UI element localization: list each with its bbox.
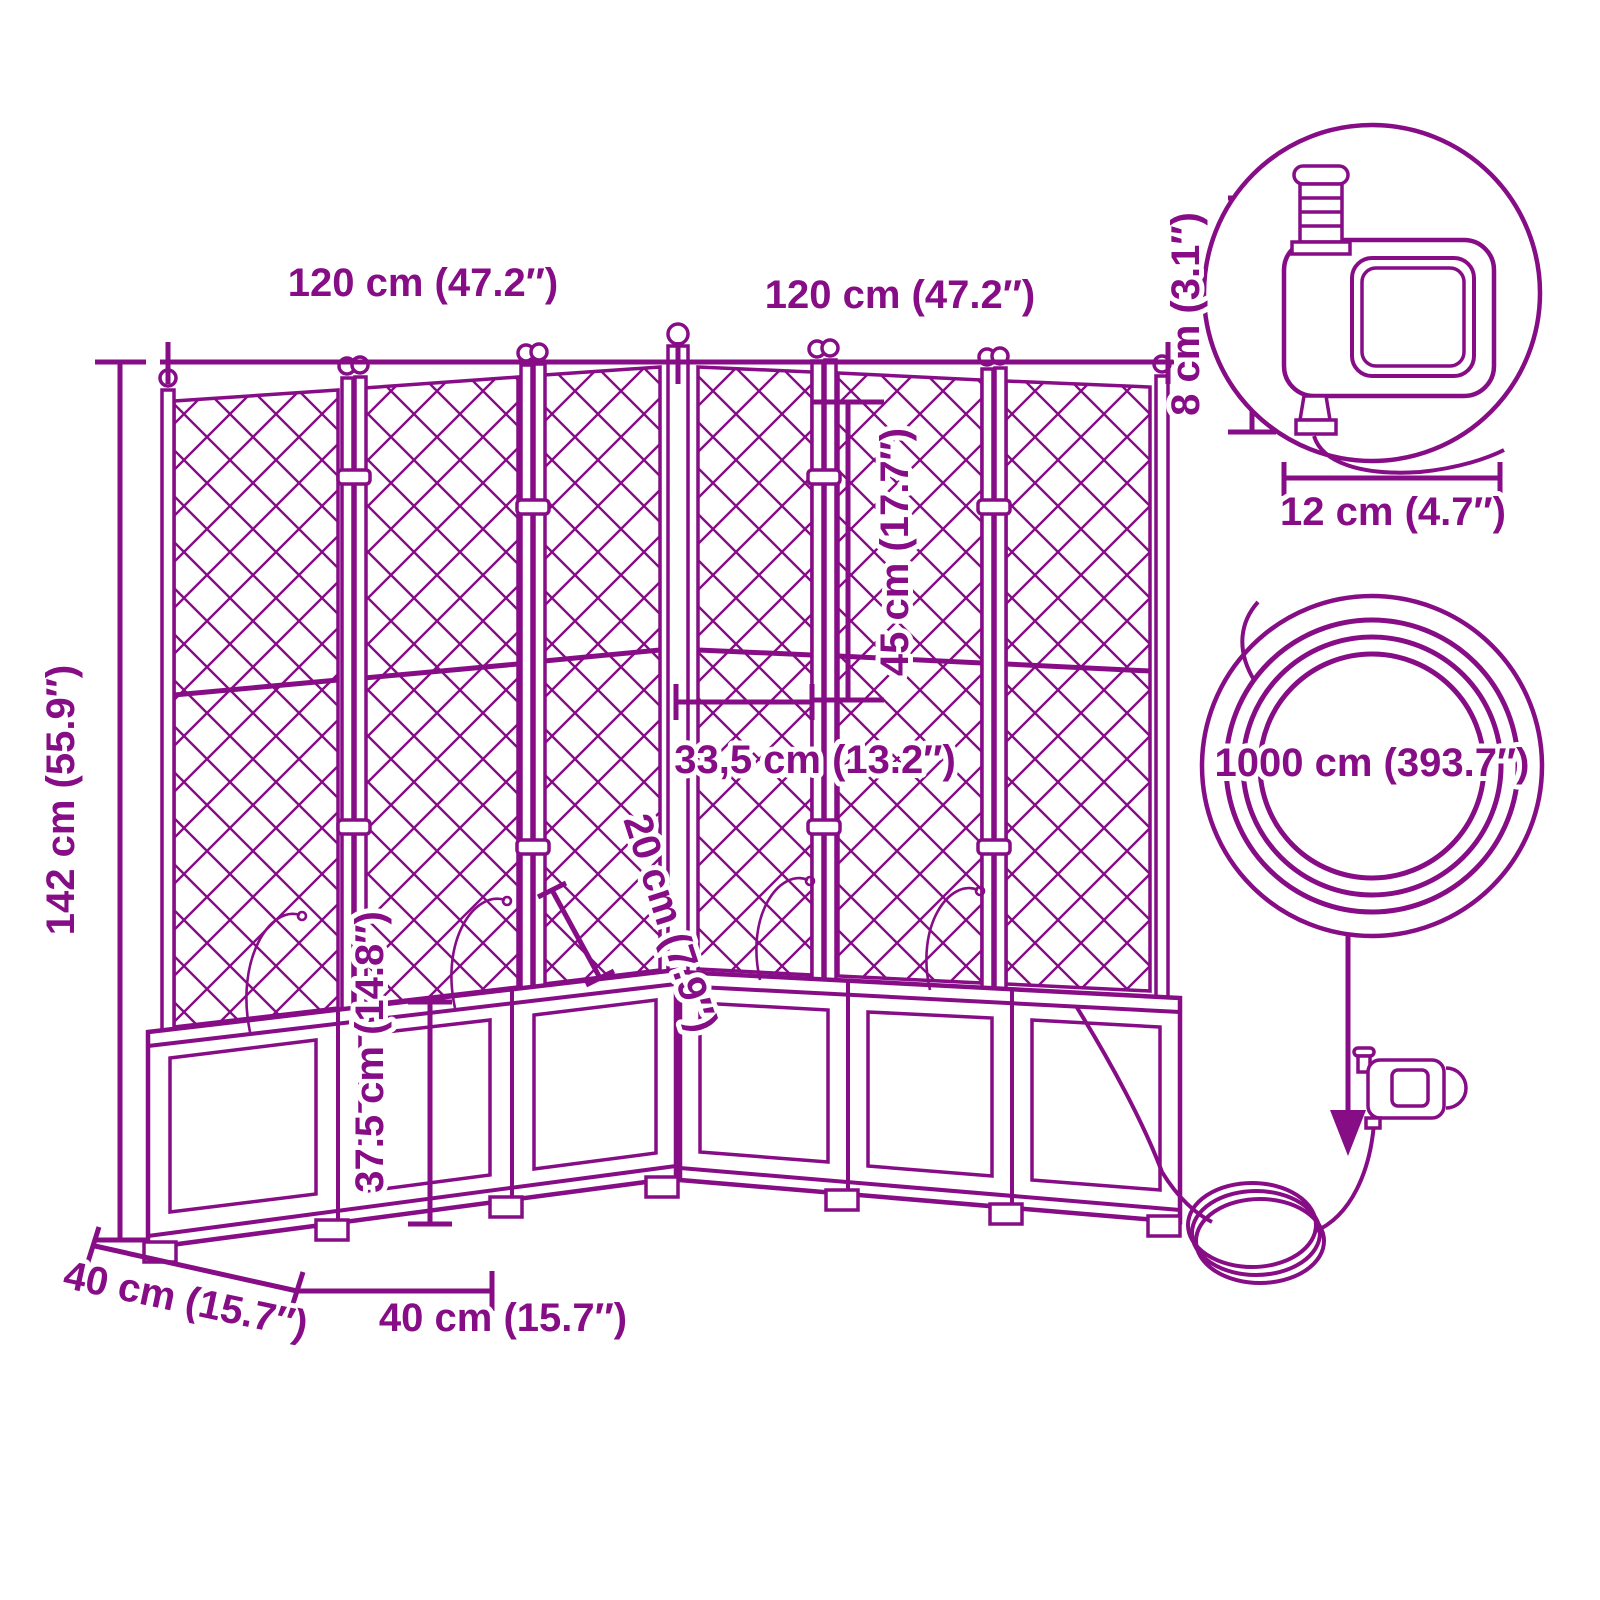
drip-irrigation-tubes: [245, 875, 986, 1033]
label-depth-front: 40 cm (15.7″): [379, 1296, 627, 1340]
post-clip: [806, 468, 842, 486]
planter-foot: [1146, 1214, 1182, 1238]
post-finial: [820, 338, 840, 358]
planter-foot: [488, 1195, 524, 1219]
down-arrow-icon: [1330, 934, 1366, 1156]
label-total-height: 142 cm (55.9″): [39, 665, 83, 935]
water-timer-icon: [1201, 122, 1543, 475]
post-finial: [666, 322, 690, 346]
planter-foot: [644, 1175, 680, 1199]
label-hose-length: 1000 cm (393.7″): [1215, 741, 1530, 785]
dimension-lines: [84, 195, 1503, 1311]
post-clip: [515, 838, 551, 856]
trellis-right-wall: [696, 365, 1152, 993]
post-clip: [515, 498, 551, 516]
post-clip: [336, 818, 372, 836]
mini-water-timer-icon: [1352, 1046, 1468, 1130]
label-planter-height: 37.5 cm (14.8″): [348, 911, 392, 1193]
label-width-left: 120 cm (47.2″): [288, 261, 558, 305]
post-finial: [529, 342, 549, 362]
label-timer-width: 12 cm (4.7″): [1280, 490, 1506, 534]
hose-to-timer: [1074, 1004, 1376, 1285]
hose-coil-icon: [1199, 593, 1545, 939]
trellis-left-wall: [172, 365, 662, 1029]
planter-right-arm: [677, 969, 1183, 1238]
post-clip: [806, 818, 842, 836]
dimension-labels: 120 cm (47.2″) 120 cm (47.2″) 142 cm (55…: [34, 207, 1534, 1352]
post-finial: [350, 355, 370, 375]
planter-left-arm: [142, 967, 680, 1264]
label-panel-width: 33,5 cm (13.2″): [674, 738, 956, 782]
label-trellis-height: 45 cm (17.7″): [873, 428, 917, 676]
label-width-right: 120 cm (47.2″): [765, 273, 1035, 317]
planter-foot: [824, 1188, 860, 1212]
post-clip: [976, 498, 1012, 516]
post-clip: [336, 468, 372, 486]
label-timer-height: 8 cm (3.1″): [1164, 212, 1208, 416]
post-clip: [976, 838, 1012, 856]
planter-foot: [314, 1218, 350, 1242]
planter-foot: [988, 1202, 1024, 1226]
